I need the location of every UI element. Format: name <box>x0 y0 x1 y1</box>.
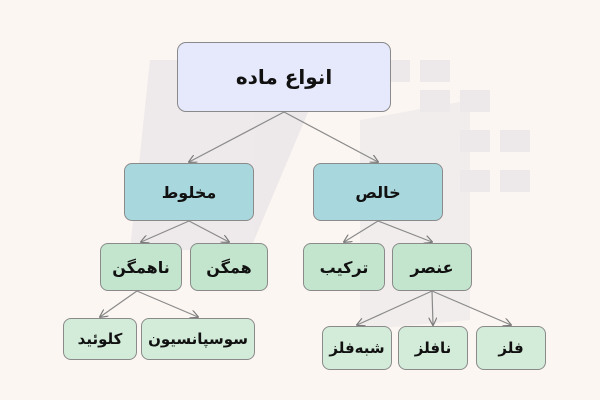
node-label: انواع ماده <box>235 65 333 89</box>
edge-heterogeneous-to-suspension <box>136 290 198 317</box>
node-mixture: مخلوط <box>124 163 254 221</box>
node-label: مخلوط <box>161 182 217 202</box>
edge-heterogeneous-to-colloid <box>100 290 138 317</box>
node-label: نافلز <box>414 339 452 357</box>
node-label: همگن <box>206 257 252 277</box>
edge-pure-to-compound <box>344 220 379 242</box>
node-metal: فلز <box>476 326 546 370</box>
node-label: ترکیب <box>319 257 369 277</box>
node-homogeneous: همگن <box>190 243 268 291</box>
node-suspension: سوسپانسیون <box>141 318 255 360</box>
edge-pure-to-element <box>377 220 432 242</box>
node-colloid: کلوئید <box>63 318 137 360</box>
edge-element-to-metal <box>431 290 511 325</box>
edge-element-to-nonmetal <box>432 290 433 325</box>
node-element: عنصر <box>392 243 472 291</box>
node-metalloid: شبه‌فلز <box>322 326 392 370</box>
edge-element-to-metalloid <box>357 290 433 325</box>
node-label: ناهمگن <box>112 257 170 277</box>
edge-mixture-to-heterogeneous <box>141 220 190 242</box>
node-heterogeneous: ناهمگن <box>100 243 182 291</box>
node-label: سوسپانسیون <box>148 330 248 348</box>
node-root: انواع ماده <box>177 42 391 112</box>
node-compound: ترکیب <box>303 243 385 291</box>
node-label: خالص <box>355 182 401 202</box>
node-label: شبه‌فلز <box>329 339 385 357</box>
node-label: کلوئید <box>77 330 123 348</box>
node-nonmetal: نافلز <box>398 326 468 370</box>
edge-mixture-to-homogeneous <box>188 220 229 242</box>
edge-root-to-mixture <box>189 111 285 162</box>
node-label: عنصر <box>410 257 454 277</box>
node-label: فلز <box>498 339 524 357</box>
node-pure: خالص <box>313 163 443 221</box>
edge-root-to-pure <box>283 111 378 162</box>
